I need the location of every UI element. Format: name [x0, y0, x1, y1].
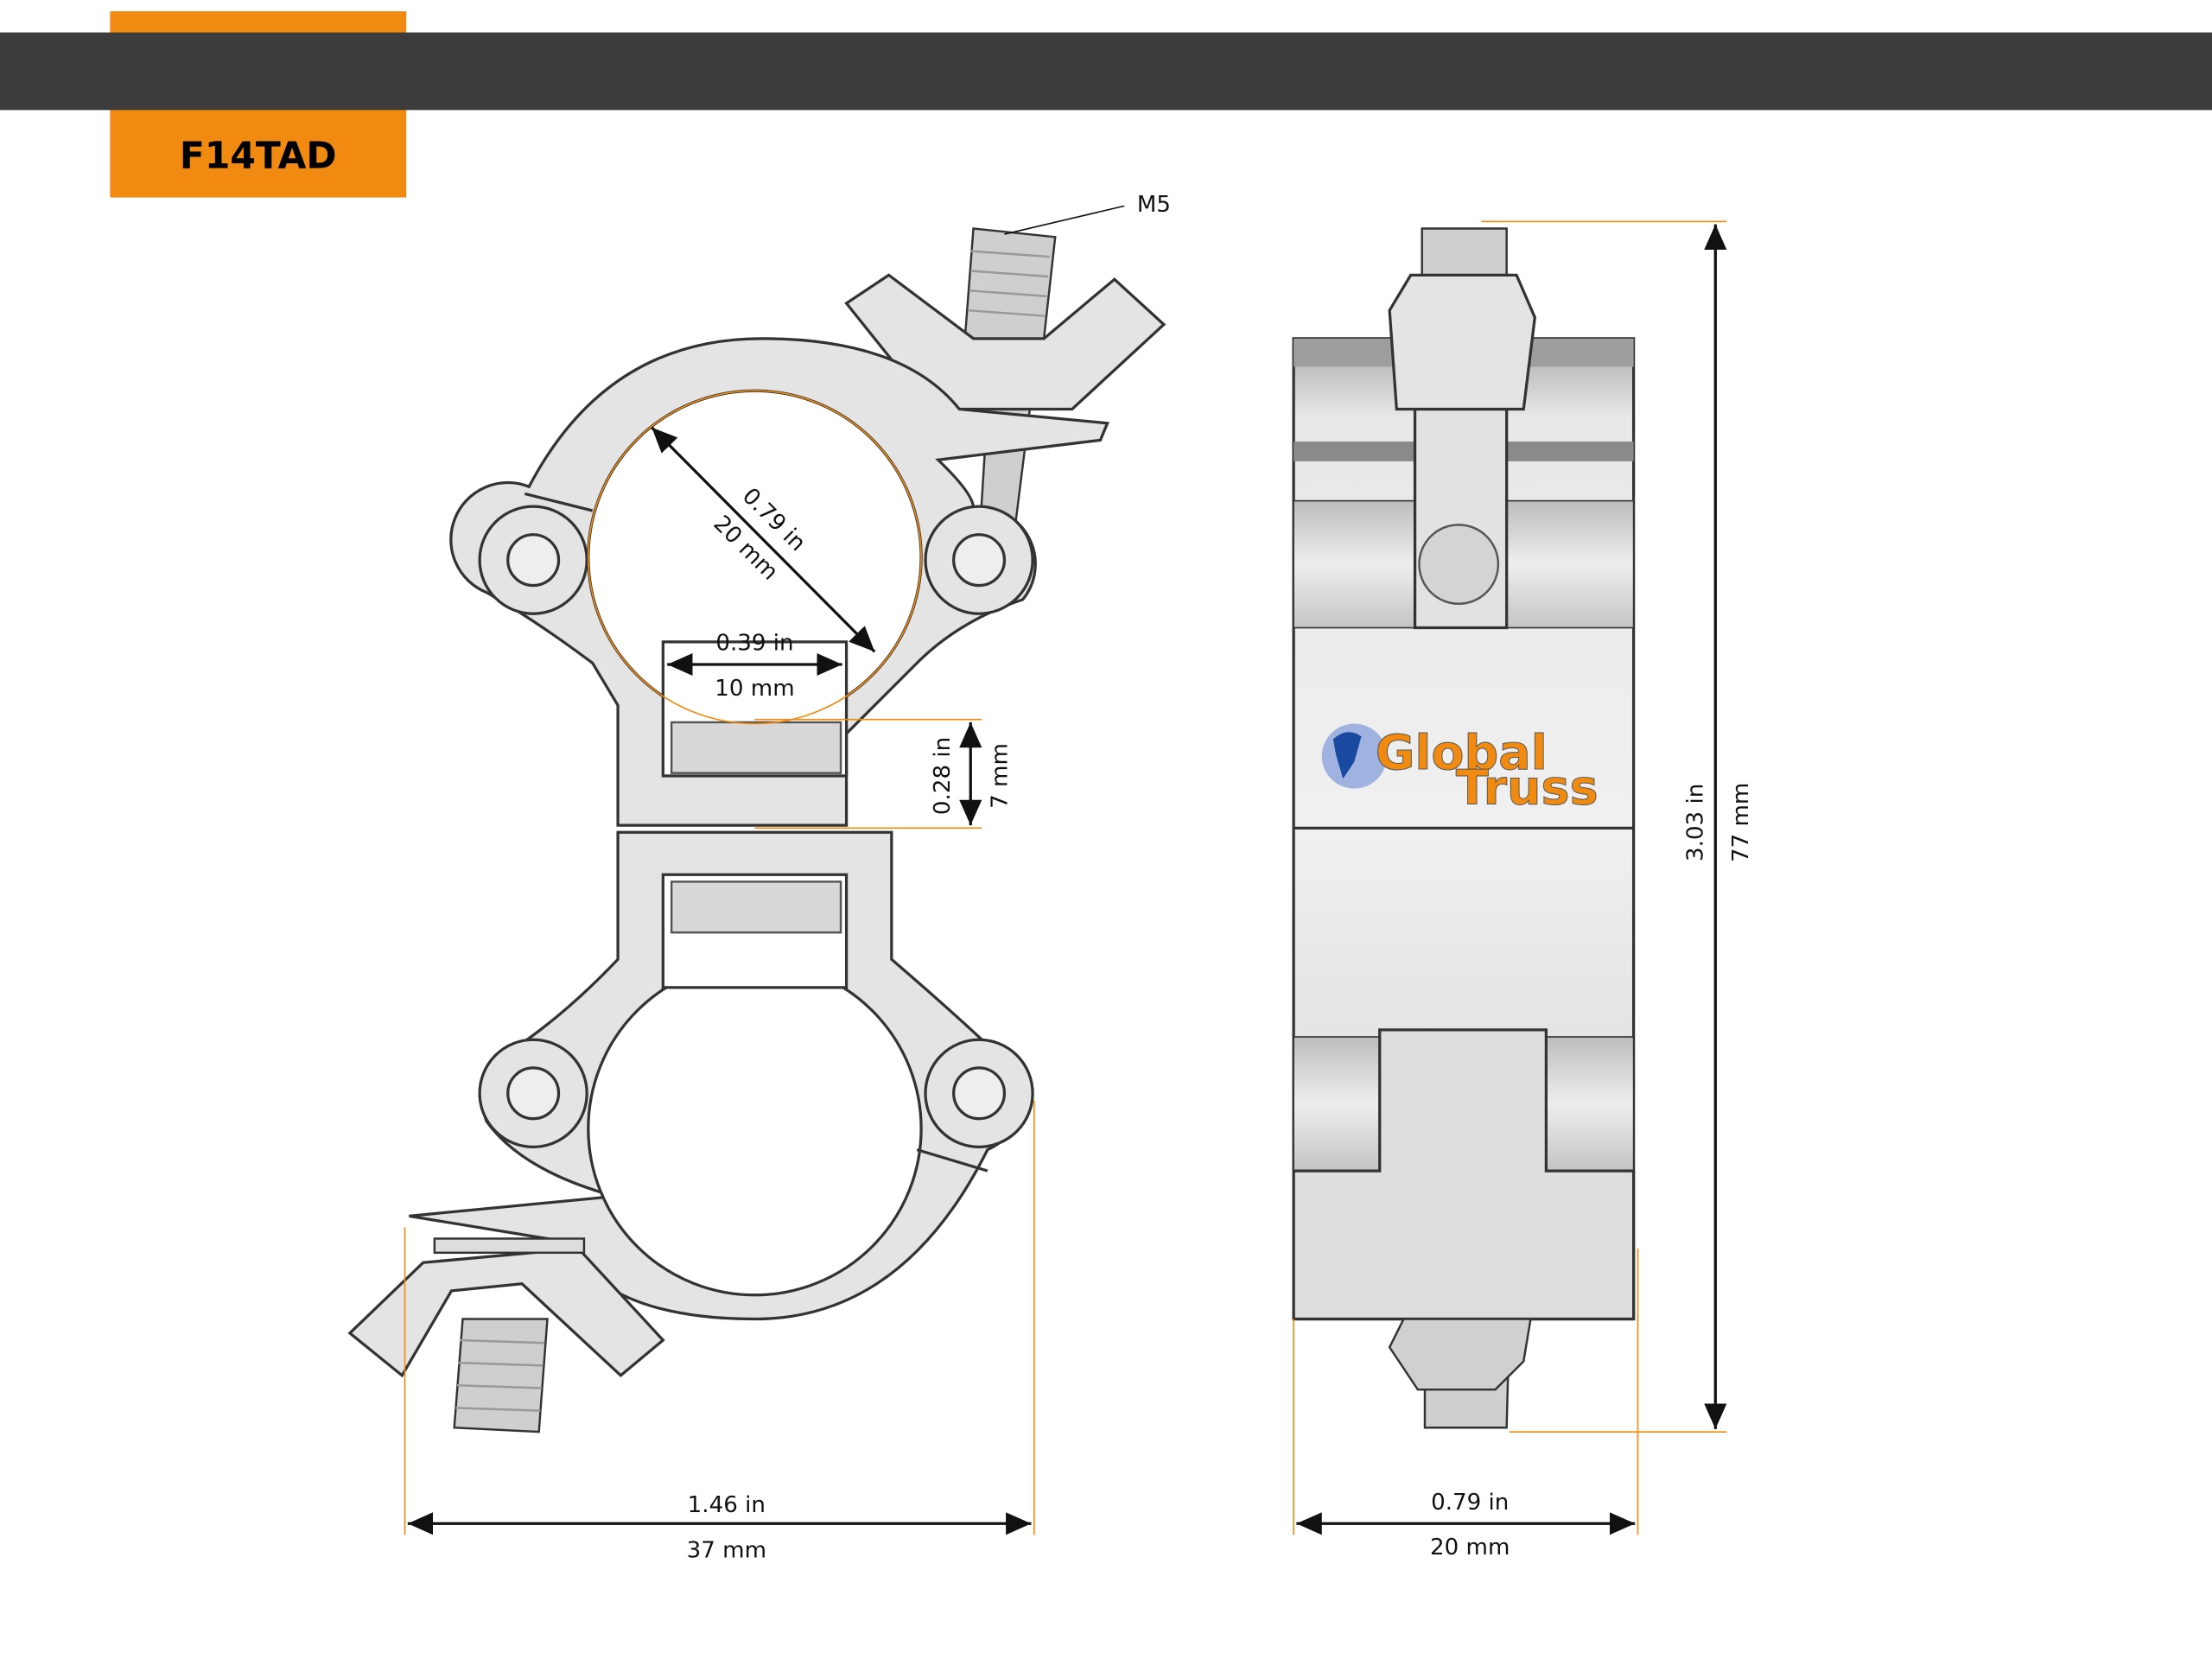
gap-mm: 7 mm — [988, 743, 1014, 809]
clamp-front-view — [347, 227, 1166, 1433]
svg-text:Truss: Truss — [1456, 760, 1599, 817]
overall-width-mm: 37 mm — [687, 1537, 766, 1563]
thread-callout: M5 — [1137, 192, 1171, 218]
slot-width-in: 0.39 in — [715, 631, 793, 657]
gap-in: 0.28 in — [930, 737, 956, 815]
overall-width-in: 1.46 in — [688, 1492, 766, 1518]
slot-width-mm: 10 mm — [715, 676, 794, 702]
svg-text:Global: Global — [1376, 725, 1548, 781]
clamp-side-view: Global Truss — [1292, 227, 1636, 1429]
header-bar — [0, 32, 2212, 111]
height-in: 3.03 in — [1683, 784, 1709, 861]
height-mm: 77 mm — [1728, 783, 1754, 862]
side-width-mm: 20 mm — [1430, 1535, 1510, 1560]
model-title: F14TAD — [180, 135, 337, 177]
global-truss-logo: Global Truss — [1321, 723, 1599, 817]
side-dimensions: 3.03 in 77 mm 0.79 in 20 mm — [1293, 220, 1754, 1560]
side-width-in: 0.79 in — [1431, 1490, 1509, 1516]
